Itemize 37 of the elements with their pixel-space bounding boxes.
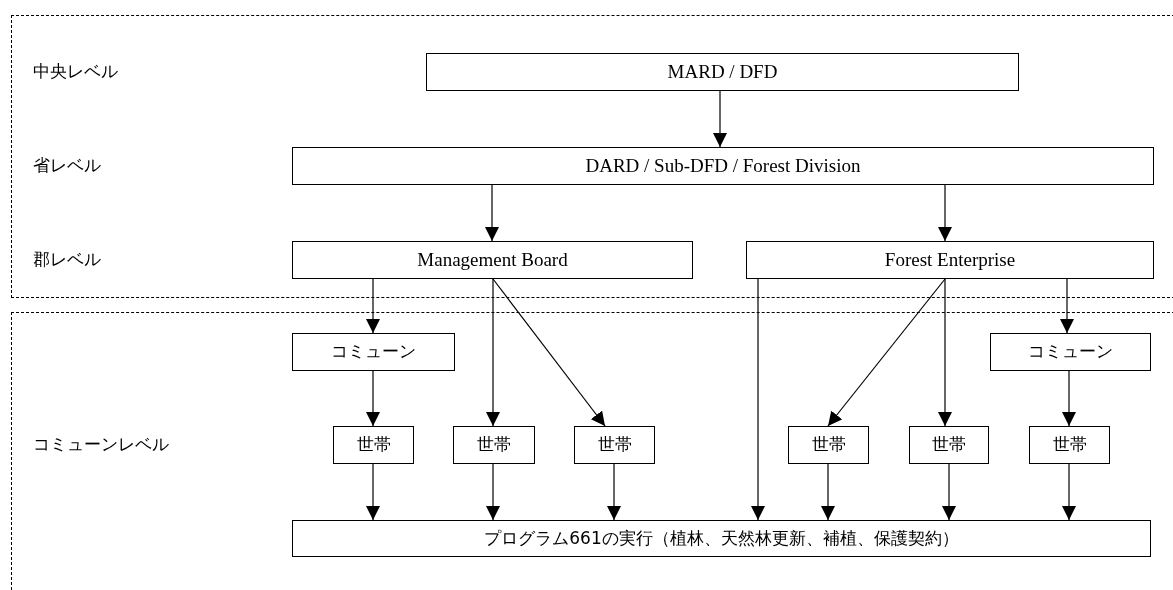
arrow [1062,463,1076,521]
org-box: プログラム661の実行（植林、天然林更新、補植、保護契約） [292,520,1151,557]
org-box: コミューン [990,333,1151,371]
arrow [492,278,606,427]
arrow [366,463,380,521]
org-box: コミューン [292,333,455,371]
org-box: DARD / Sub-DFD / Forest Division [292,147,1154,185]
arrow [486,278,500,427]
org-box: 世帯 [574,426,655,464]
arrow [1060,278,1074,334]
arrow [485,184,499,242]
level-label: 省レベル [33,157,101,174]
arrow [366,370,380,427]
level-label: コミューンレベル [33,436,169,453]
org-box: 世帯 [909,426,989,464]
arrow [821,463,835,521]
org-box: Management Board [292,241,693,279]
arrow [486,463,500,521]
arrow [938,278,952,427]
arrow [1062,370,1076,427]
arrow [366,278,380,334]
org-box: 世帯 [333,426,414,464]
arrow [827,278,946,427]
org-box: Forest Enterprise [746,241,1154,279]
level-label: 郡レベル [33,251,101,268]
org-box: 世帯 [453,426,535,464]
org-box: 世帯 [788,426,869,464]
level-band [11,15,1173,298]
arrow [942,463,956,521]
arrow [713,90,727,148]
org-box: MARD / DFD [426,53,1019,91]
level-label: 中央レベル [33,63,118,80]
arrow [607,463,621,521]
arrow [751,278,765,521]
arrow [938,184,952,242]
org-box: 世帯 [1029,426,1110,464]
level-band [11,312,1173,590]
